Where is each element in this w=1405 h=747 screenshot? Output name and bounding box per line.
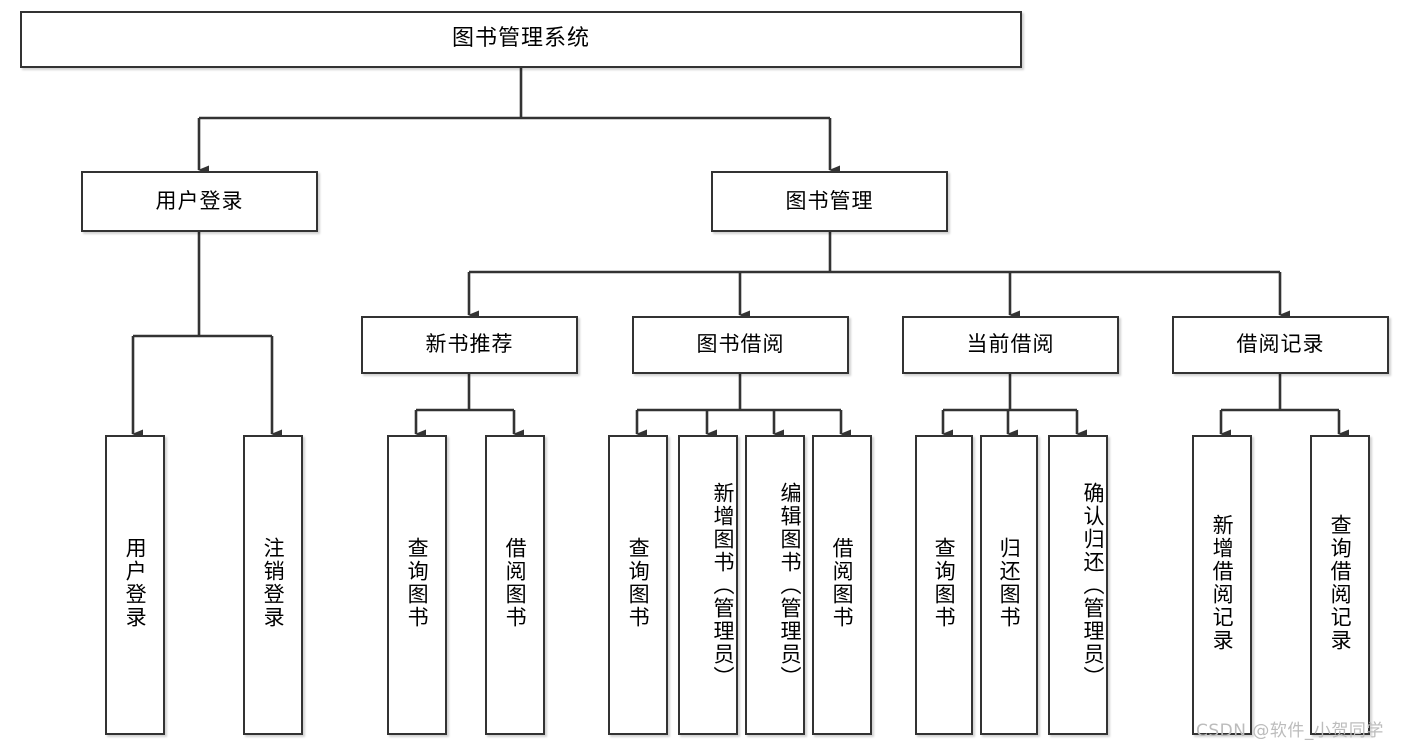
node-lf-borrow-book-1[interactable]: 借阅图书 <box>485 435 545 735</box>
node-label: 注销登录 <box>261 537 286 629</box>
node-label: 图书管理系统 <box>451 26 590 52</box>
node-l1-login[interactable]: 用户登录 <box>81 171 318 232</box>
node-l1-book-mgmt[interactable]: 图书管理 <box>711 171 948 232</box>
node-label: 图书借阅 <box>696 332 785 357</box>
node-label: 新书推荐 <box>425 332 514 357</box>
node-l2-current[interactable]: 当前借阅 <box>902 316 1119 374</box>
node-lf-add-record[interactable]: 新增借阅记录 <box>1192 435 1252 735</box>
node-l2-new-book[interactable]: 新书推荐 <box>361 316 578 374</box>
node-label: 确认归还（管理员） <box>1081 481 1105 689</box>
node-label: 编辑图书（管理员） <box>778 481 802 689</box>
node-lf-user-login[interactable]: 用户登录 <box>105 435 165 735</box>
node-label: 用户登录 <box>155 188 244 213</box>
node-label: 归还图书 <box>997 537 1022 629</box>
node-l2-record[interactable]: 借阅记录 <box>1172 316 1389 374</box>
node-lf-query-book-2[interactable]: 查询图书 <box>608 435 668 735</box>
node-lf-query-book-1[interactable]: 查询图书 <box>387 435 447 735</box>
node-label: 查询图书 <box>405 537 430 629</box>
node-lf-add-book[interactable]: 新增图书（管理员） <box>678 435 738 735</box>
node-label: 新增图书（管理员） <box>711 481 735 689</box>
node-label: 查询借阅记录 <box>1328 514 1353 652</box>
node-label: 查询图书 <box>626 537 651 629</box>
node-label: 借阅记录 <box>1236 332 1325 357</box>
node-l2-borrow[interactable]: 图书借阅 <box>632 316 849 374</box>
node-label: 查询图书 <box>932 537 957 629</box>
node-root-root[interactable]: 图书管理系统 <box>20 11 1022 68</box>
node-label: 用户登录 <box>123 537 148 629</box>
node-label: 借阅图书 <box>503 537 528 629</box>
node-lf-query-book-3[interactable]: 查询图书 <box>915 435 973 735</box>
node-label: 借阅图书 <box>830 537 855 629</box>
node-lf-edit-book[interactable]: 编辑图书（管理员） <box>745 435 805 735</box>
edges-group <box>131 68 1349 439</box>
node-lf-confirm-return[interactable]: 确认归还（管理员） <box>1048 435 1108 735</box>
node-lf-borrow-book-2[interactable]: 借阅图书 <box>812 435 872 735</box>
node-lf-return-book[interactable]: 归还图书 <box>980 435 1038 735</box>
node-label: 当前借阅 <box>966 332 1055 357</box>
node-lf-logout[interactable]: 注销登录 <box>243 435 303 735</box>
node-lf-query-record[interactable]: 查询借阅记录 <box>1310 435 1370 735</box>
csdn-watermark: CSDN @软件_小贺同学 <box>1196 721 1384 741</box>
node-label: 新增借阅记录 <box>1210 514 1235 652</box>
node-label: 图书管理 <box>785 188 874 213</box>
